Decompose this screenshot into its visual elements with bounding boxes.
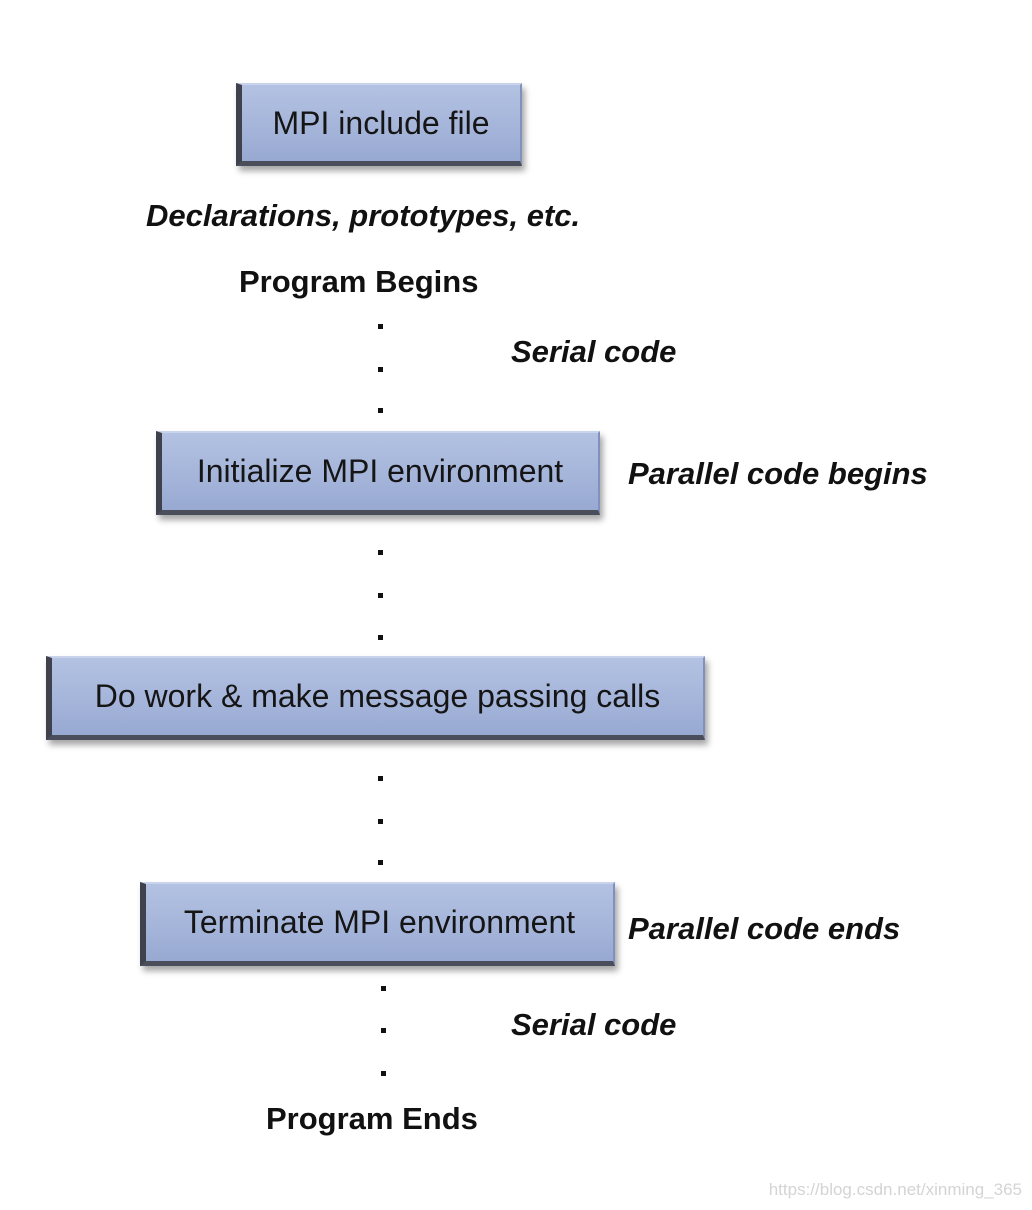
initialize-mpi-box: Initialize MPI environment (156, 431, 600, 515)
program-begins-label: Program Begins (239, 264, 479, 299)
do-work-label: Do work & make message passing calls (94, 678, 661, 714)
terminate-mpi-box: Terminate MPI environment (140, 882, 615, 966)
dot-separator (378, 593, 383, 598)
serial-code-label-2: Serial code (511, 1007, 677, 1042)
declarations-label: Declarations, prototypes, etc. (146, 198, 581, 233)
do-work-box: Do work & make message passing calls (46, 656, 705, 740)
dot-separator (378, 367, 383, 372)
dot-separator (381, 1071, 386, 1076)
parallel-code-ends-label: Parallel code ends (628, 911, 901, 946)
dot-separator (378, 635, 383, 640)
mpi-include-file-label: MPI include file (272, 104, 490, 141)
dot-separator (378, 408, 383, 413)
dot-separator (378, 860, 383, 865)
program-ends-label: Program Ends (266, 1101, 478, 1136)
mpi-include-file-box: MPI include file (236, 83, 522, 166)
initialize-mpi-label: Initialize MPI environment (196, 453, 564, 489)
dot-separator (381, 1028, 386, 1033)
serial-code-label-1: Serial code (511, 334, 677, 369)
dot-separator (378, 324, 383, 329)
watermark: https://blog.csdn.net/xinming_365 (768, 1180, 1022, 1199)
parallel-code-begins-label: Parallel code begins (628, 456, 928, 491)
dot-separator (378, 776, 383, 781)
dot-separator (381, 986, 386, 991)
dot-separator (378, 819, 383, 824)
terminate-mpi-label: Terminate MPI environment (183, 904, 576, 940)
dot-separator (378, 550, 383, 555)
